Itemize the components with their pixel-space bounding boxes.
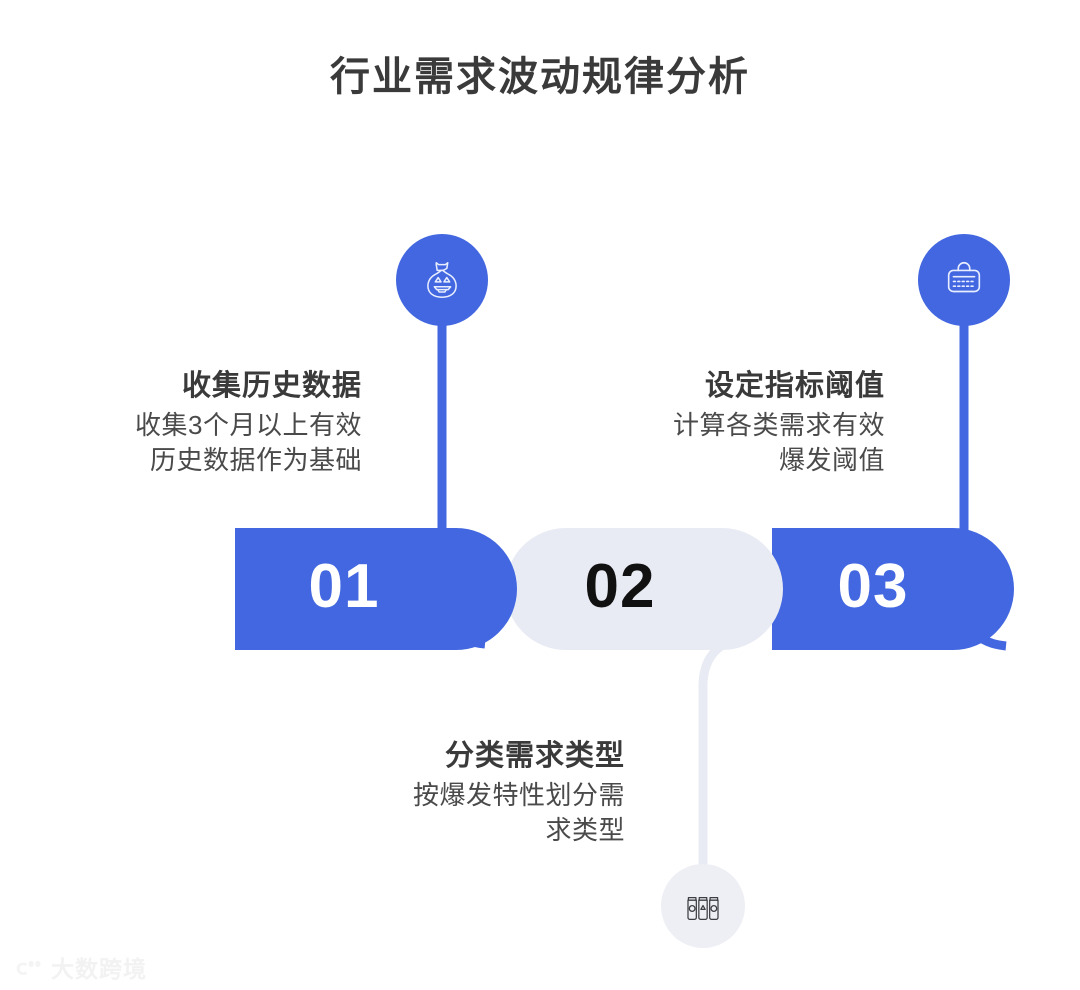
ribbon-segment-01[interactable]: 01 [235, 528, 517, 650]
ribbon-segment-03[interactable]: 03 [772, 528, 1014, 650]
step-03-icon-badge[interactable] [918, 234, 1010, 326]
step-02-text-block: 分类需求类型 按爆发特性划分需 求类型 [300, 738, 625, 848]
step-number-02: 02 [584, 552, 656, 621]
step-03-text-block: 设定指标阈值 计算各类需求有效 爆发阈值 [560, 368, 885, 478]
step-01-description-line-1: 收集3个月以上有效 [135, 410, 362, 441]
step-03-description-line-1: 计算各类需求有效 [672, 410, 885, 441]
page-title: 行业需求波动规律分析 [330, 55, 750, 99]
step-02-title: 分类需求类型 [444, 740, 625, 772]
watermark: 大数跨境 [14, 950, 147, 984]
briefcase-icon [947, 261, 981, 293]
step-02-description: 按爆发特性划分需 求类型 [300, 778, 625, 848]
step-02-description-line-1: 按爆发特性划分需 [412, 780, 625, 811]
step-number-03: 03 [837, 552, 909, 621]
step-01-description-line-2: 历史数据作为基础 [149, 445, 362, 476]
step-02-icon-badge[interactable] [661, 864, 745, 948]
connector-step-02 [698, 631, 747, 866]
step-01-description: 收集3个月以上有效 历史数据作为基础 [20, 408, 362, 478]
watermark-text: 大数跨境 [51, 956, 147, 982]
step-03-description-line-2: 爆发阈值 [778, 445, 885, 476]
step-01-icon-badge[interactable] [396, 234, 488, 326]
paw-logo-icon [16, 960, 41, 975]
recycling-bins-icon [687, 897, 719, 920]
step-01-title: 收集历史数据 [181, 370, 362, 402]
step-03-title: 设定指标阈值 [704, 370, 885, 402]
step-02-description-line-2: 求类型 [545, 815, 625, 846]
step-01-text-block: 收集历史数据 收集3个月以上有效 历史数据作为基础 [20, 368, 362, 478]
step-03-description: 计算各类需求有效 爆发阈值 [560, 408, 885, 478]
halloween-treat-bag-icon [427, 261, 457, 299]
ribbon-segment-02[interactable]: 02 [505, 528, 783, 650]
step-number-01: 01 [308, 552, 380, 621]
